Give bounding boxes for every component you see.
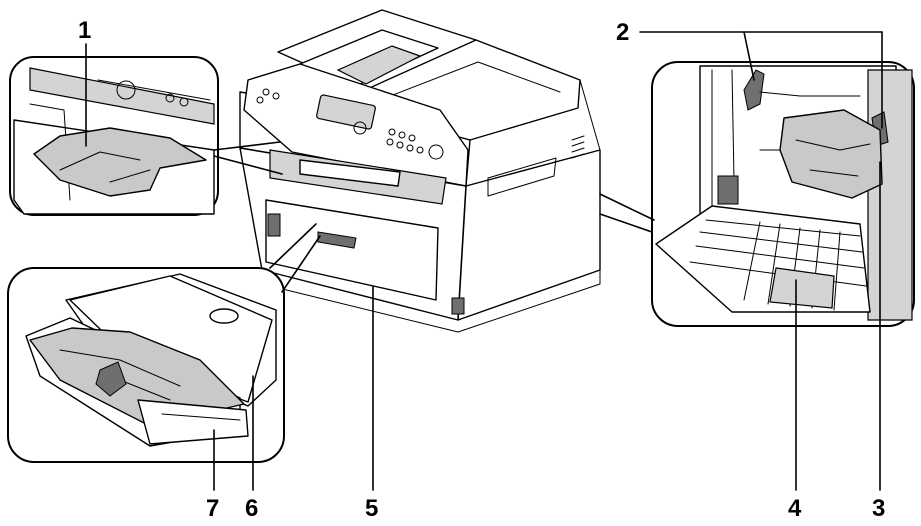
- callout-4: 4: [788, 495, 802, 522]
- power-connector: [717, 175, 739, 205]
- front-cover: [265, 199, 439, 301]
- connector-lines: [213, 141, 655, 293]
- paper-guide: [95, 361, 127, 397]
- callout-5: 5: [365, 495, 378, 522]
- rear-door-rollers: [689, 219, 867, 311]
- side-vents: [571, 135, 585, 159]
- power-switch: [451, 297, 465, 315]
- inset-rear-door: [651, 61, 915, 327]
- callout-2: 2: [616, 19, 629, 46]
- display-screen: [316, 94, 376, 130]
- leader-lines: [85, 31, 883, 491]
- callout-1: 1: [78, 17, 91, 44]
- callout-labels: 1 2 3 4 5 6 7: [78, 17, 885, 522]
- callout-3: 3: [872, 495, 885, 522]
- keypad: [256, 88, 444, 160]
- jammed-paper-tray: [29, 327, 245, 427]
- inset-manual-feed-tray: [7, 267, 285, 463]
- callout-7: 7: [206, 495, 219, 522]
- callout-6: 6: [245, 495, 258, 522]
- printer-illustration: [239, 9, 601, 333]
- inset-output-tray: [9, 56, 219, 216]
- jammed-paper-output: [33, 127, 207, 197]
- fuser-lever-left: [743, 69, 765, 111]
